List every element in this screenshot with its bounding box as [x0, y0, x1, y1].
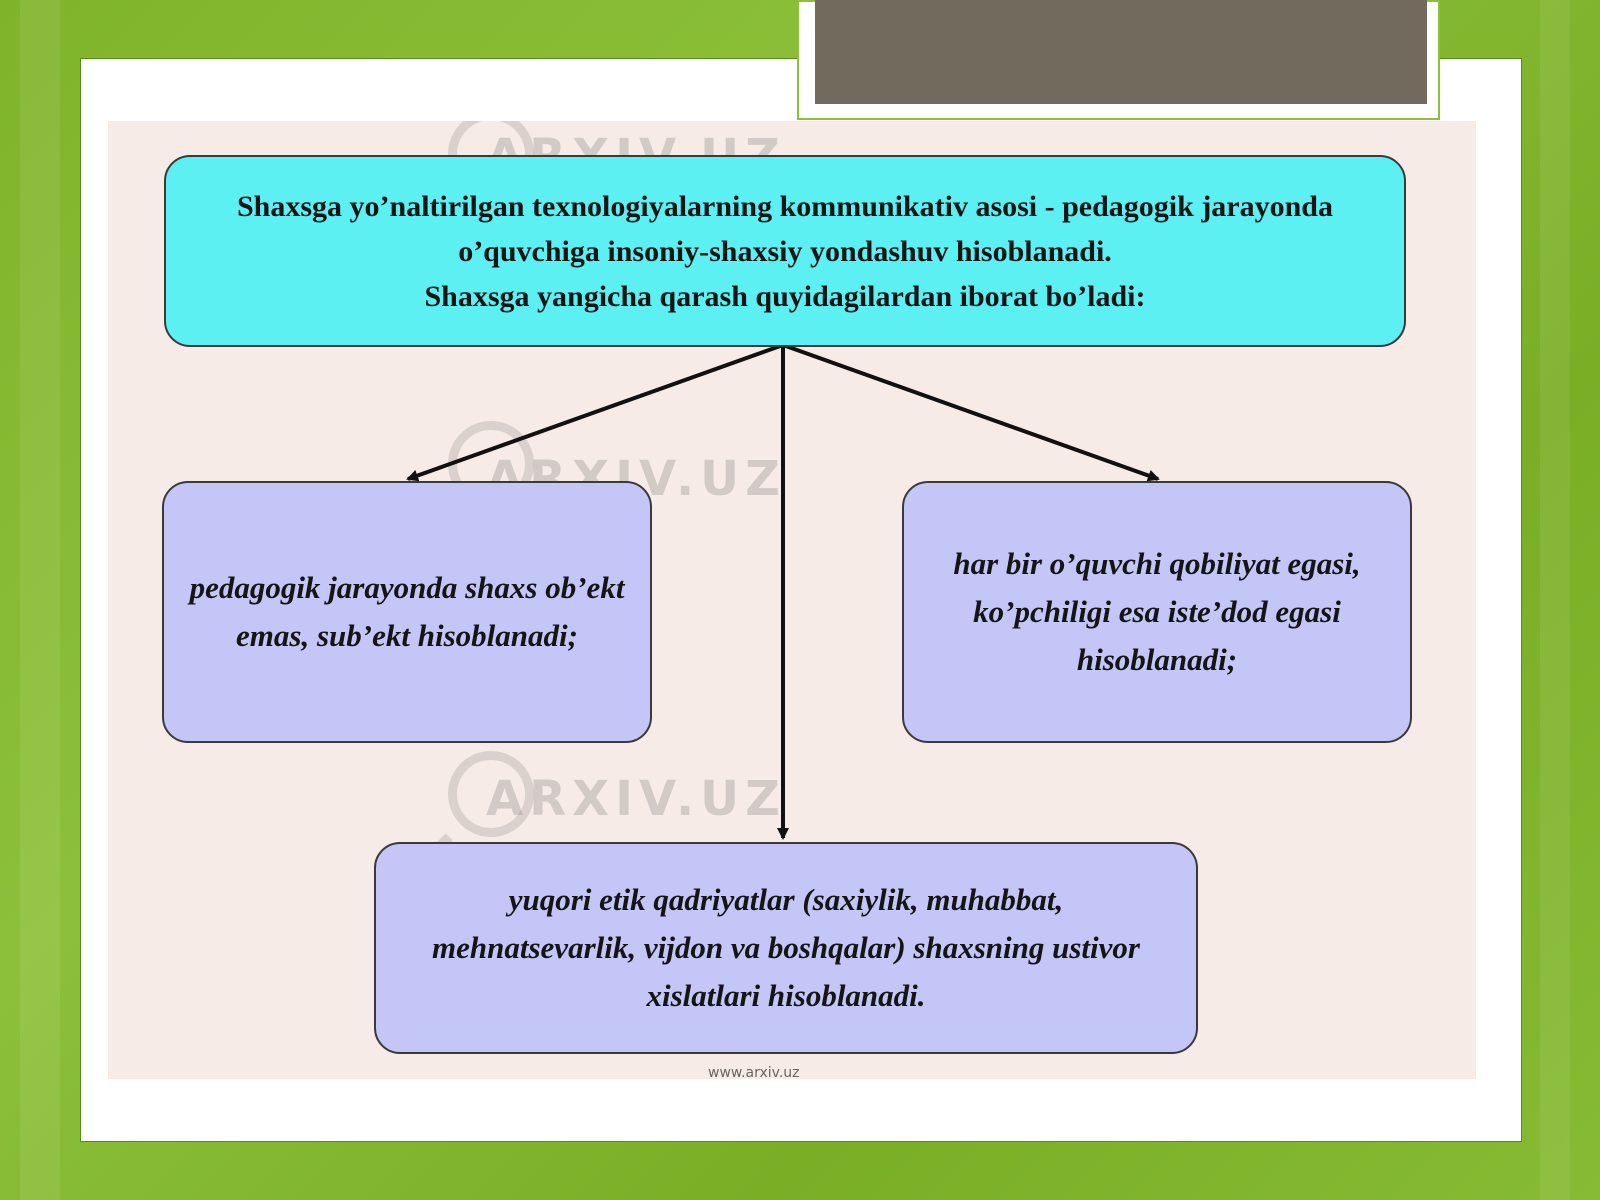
main-concept-box: Shaxsga yo’naltirilgan texnologiyalarnin…	[164, 155, 1406, 347]
right-concept-box: har bir o’quvchi qobiliyat egasi, ko’pch…	[902, 481, 1412, 743]
slide-title-placeholder	[815, 0, 1427, 104]
background-stripe	[1540, 0, 1570, 1200]
left-concept-text: pedagogik jarayonda shaxs ob’ekt emas, s…	[189, 570, 625, 653]
bottom-concept-text: yuqori etik qadriyatlar (saxiylik, muhab…	[432, 882, 1140, 1013]
connector-arrows	[406, 343, 1160, 840]
diagram-image: ARXIV.UZ ARXIV.UZ ARXIV.UZ Shaxsga yo’na…	[108, 121, 1476, 1079]
right-concept-text: har bir o’quvchi qobiliyat egasi, ko’pch…	[953, 546, 1361, 677]
arrow-to-left-box	[406, 343, 784, 482]
footer-url: www.arxiv.uz	[708, 1065, 800, 1079]
arrow-to-right-box	[782, 343, 1160, 482]
background-stripe	[20, 0, 60, 1200]
watermark-magnifier-icon	[448, 751, 534, 837]
left-concept-box: pedagogik jarayonda shaxs ob’ekt emas, s…	[162, 481, 652, 743]
main-concept-text: Shaxsga yo’naltirilgan texnologiyalarnin…	[237, 189, 1333, 313]
watermark-text: ARXIV.UZ	[486, 771, 786, 827]
bottom-concept-box: yuqori etik qadriyatlar (saxiylik, muhab…	[374, 842, 1198, 1054]
